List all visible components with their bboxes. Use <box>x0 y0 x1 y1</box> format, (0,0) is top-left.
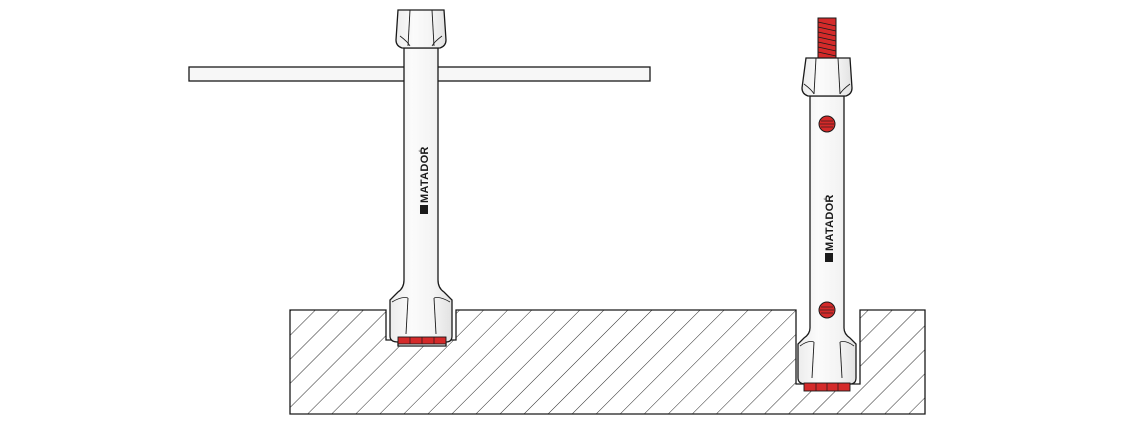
right-box-spanner: MATADOR ® <box>797 17 857 392</box>
left-brand-logo-icon <box>420 205 428 214</box>
left-brand-label: MATADOR <box>419 146 431 203</box>
right-brand-label: MATADOR <box>824 194 836 251</box>
left-box-spanner: MATADOR ® <box>389 9 453 345</box>
right-brand-mark: ® <box>823 197 827 200</box>
left-spanner-top-hex <box>395 9 447 49</box>
right-brand-logo-icon <box>825 253 833 262</box>
left-brand-mark: ® <box>418 149 422 152</box>
right-spanner-top-hex <box>801 57 853 97</box>
